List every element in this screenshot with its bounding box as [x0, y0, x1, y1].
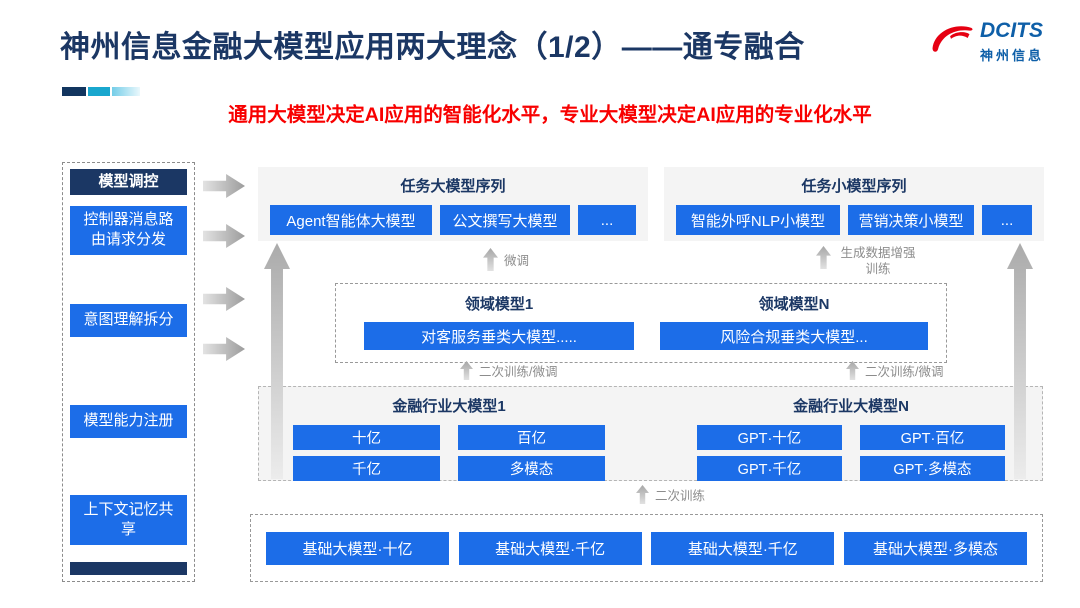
domain-model-n: 领域模型N 风险合规垂类大模型...	[660, 293, 928, 350]
brand-name-cn: 神州信息	[979, 48, 1044, 63]
industry-right-title: 金融行业大模型N	[793, 398, 909, 415]
industry-models-panel: 金融行业大模型1 十亿 百亿 千亿 多模态 金融行业大模型N GPT·十亿 GP…	[258, 386, 1043, 481]
model-box-customer-service: 对客服务垂类大模型.....	[364, 322, 634, 350]
sidebar-item-context-memory: 上下文记忆共享	[70, 495, 187, 545]
model-control-header: 模型调控	[70, 169, 187, 195]
industry-model-n: 金融行业大模型N GPT·十亿 GPT·百亿 GPT·千亿 GPT·多模态	[697, 395, 1005, 481]
model-box-gpt-multimodal: GPT·多模态	[860, 456, 1005, 481]
sidebar-item-intent-split: 意图理解拆分	[70, 304, 187, 337]
task-large-model-panel: 任务大模型序列 Agent智能体大模型 公文撰写大模型 ...	[258, 167, 648, 241]
retrain-right-label: 二次训练/微调	[865, 365, 944, 379]
model-box-doc-writing: 公文撰写大模型	[440, 205, 570, 235]
brand-logo: DCITS 神州信息	[927, 20, 1044, 64]
finetune-annotation: 微调	[483, 248, 529, 271]
finetune-label: 微调	[504, 254, 530, 268]
model-box-more: ...	[578, 205, 636, 235]
retrain-bottom-label: 二次训练	[655, 489, 706, 503]
domain-models-group: 领域模型1 对客服务垂类大模型..... 领域模型N 风险合规垂类大模型...	[335, 283, 947, 363]
subtitle: 通用大模型决定AI应用的智能化水平，专业大模型决定AI应用的专业化水平	[228, 104, 872, 126]
model-control-panel: 模型调控 控制器消息路由请求分发 意图理解拆分 模型能力注册 上下文记忆共享	[62, 162, 195, 582]
accent-bar	[62, 87, 140, 96]
model-box-marketing-decision: 营销决策小模型	[848, 205, 974, 235]
sidebar-footer-bar	[70, 562, 187, 575]
task-small-title: 任务小模型序列	[801, 178, 907, 195]
up-arrow-icon	[816, 246, 831, 269]
flow-right-arrow-icon	[203, 287, 245, 311]
task-small-box-row: 智能外呼NLP小模型 营销决策小模型 ...	[676, 205, 1032, 235]
sidebar-item-message-routing: 控制器消息路由请求分发	[70, 206, 187, 255]
model-box-gpt-10b: GPT·百亿	[860, 425, 1005, 450]
model-box-10b: 百亿	[458, 425, 605, 450]
model-box-gpt-100b: GPT·千亿	[697, 456, 842, 481]
brand-name: DCITS	[979, 19, 1043, 42]
model-box-multimodal: 多模态	[458, 456, 605, 481]
data-augment-annotation: 生成数据增强训练	[816, 246, 919, 277]
industry-right-grid: GPT·十亿 GPT·百亿 GPT·千亿 GPT·多模态	[697, 425, 1005, 481]
dcits-swoosh-icon	[932, 26, 973, 52]
model-box-gpt-1b: GPT·十亿	[697, 425, 842, 450]
domain-left-title: 领域模型1	[464, 296, 534, 313]
up-arrow-icon	[846, 361, 859, 380]
sidebar-item-capability-register: 模型能力注册	[70, 405, 187, 438]
base-models-group: 基础大模型·十亿 基础大模型·千亿 基础大模型·千亿 基础大模型·多模态	[250, 514, 1043, 582]
flow-right-arrow-icon	[203, 174, 245, 198]
model-box-more: ...	[982, 205, 1032, 235]
flow-right-arrow-icon	[203, 337, 245, 361]
retrain-left-annotation: 二次训练/微调	[460, 361, 557, 380]
domain-model-1: 领域模型1 对客服务垂类大模型.....	[364, 293, 634, 350]
flow-right-arrow-icon	[203, 224, 245, 248]
domain-right-title: 领域模型N	[758, 296, 830, 313]
retrain-bottom-annotation: 二次训练	[636, 485, 705, 504]
retrain-right-annotation: 二次训练/微调	[846, 361, 943, 380]
model-box-outbound-nlp: 智能外呼NLP小模型	[676, 205, 840, 235]
task-small-model-panel: 任务小模型序列 智能外呼NLP小模型 营销决策小模型 ...	[664, 167, 1044, 241]
brand-text: DCITS 神州信息	[980, 20, 1044, 64]
model-box-agent: Agent智能体大模型	[270, 205, 432, 235]
industry-left-grid: 十亿 百亿 千亿 多模态	[293, 425, 605, 481]
model-box-risk-compliance: 风险合规垂类大模型...	[660, 322, 928, 350]
model-box-base-100b-b: 基础大模型·千亿	[651, 531, 835, 565]
page-title: 神州信息金融大模型应用两大理念（1/2）——通专融合	[60, 31, 805, 64]
model-box-base-multimodal: 基础大模型·多模态	[843, 531, 1027, 565]
data-augment-label: 生成数据增强训练	[840, 246, 916, 276]
task-large-title: 任务大模型序列	[400, 178, 506, 195]
up-arrow-icon	[460, 361, 473, 380]
industry-left-title: 金融行业大模型1	[392, 398, 506, 415]
industry-model-1: 金融行业大模型1 十亿 百亿 千亿 多模态	[293, 395, 605, 481]
model-box-1b: 十亿	[293, 425, 440, 450]
up-arrow-icon	[636, 485, 649, 504]
up-arrow-icon	[483, 248, 498, 271]
model-box-100b: 千亿	[293, 456, 440, 481]
task-large-box-row: Agent智能体大模型 公文撰写大模型 ...	[270, 205, 636, 235]
model-box-base-1b: 基础大模型·十亿	[266, 531, 449, 565]
model-box-base-100b-a: 基础大模型·千亿	[458, 531, 642, 565]
retrain-left-label: 二次训练/微调	[479, 365, 558, 379]
